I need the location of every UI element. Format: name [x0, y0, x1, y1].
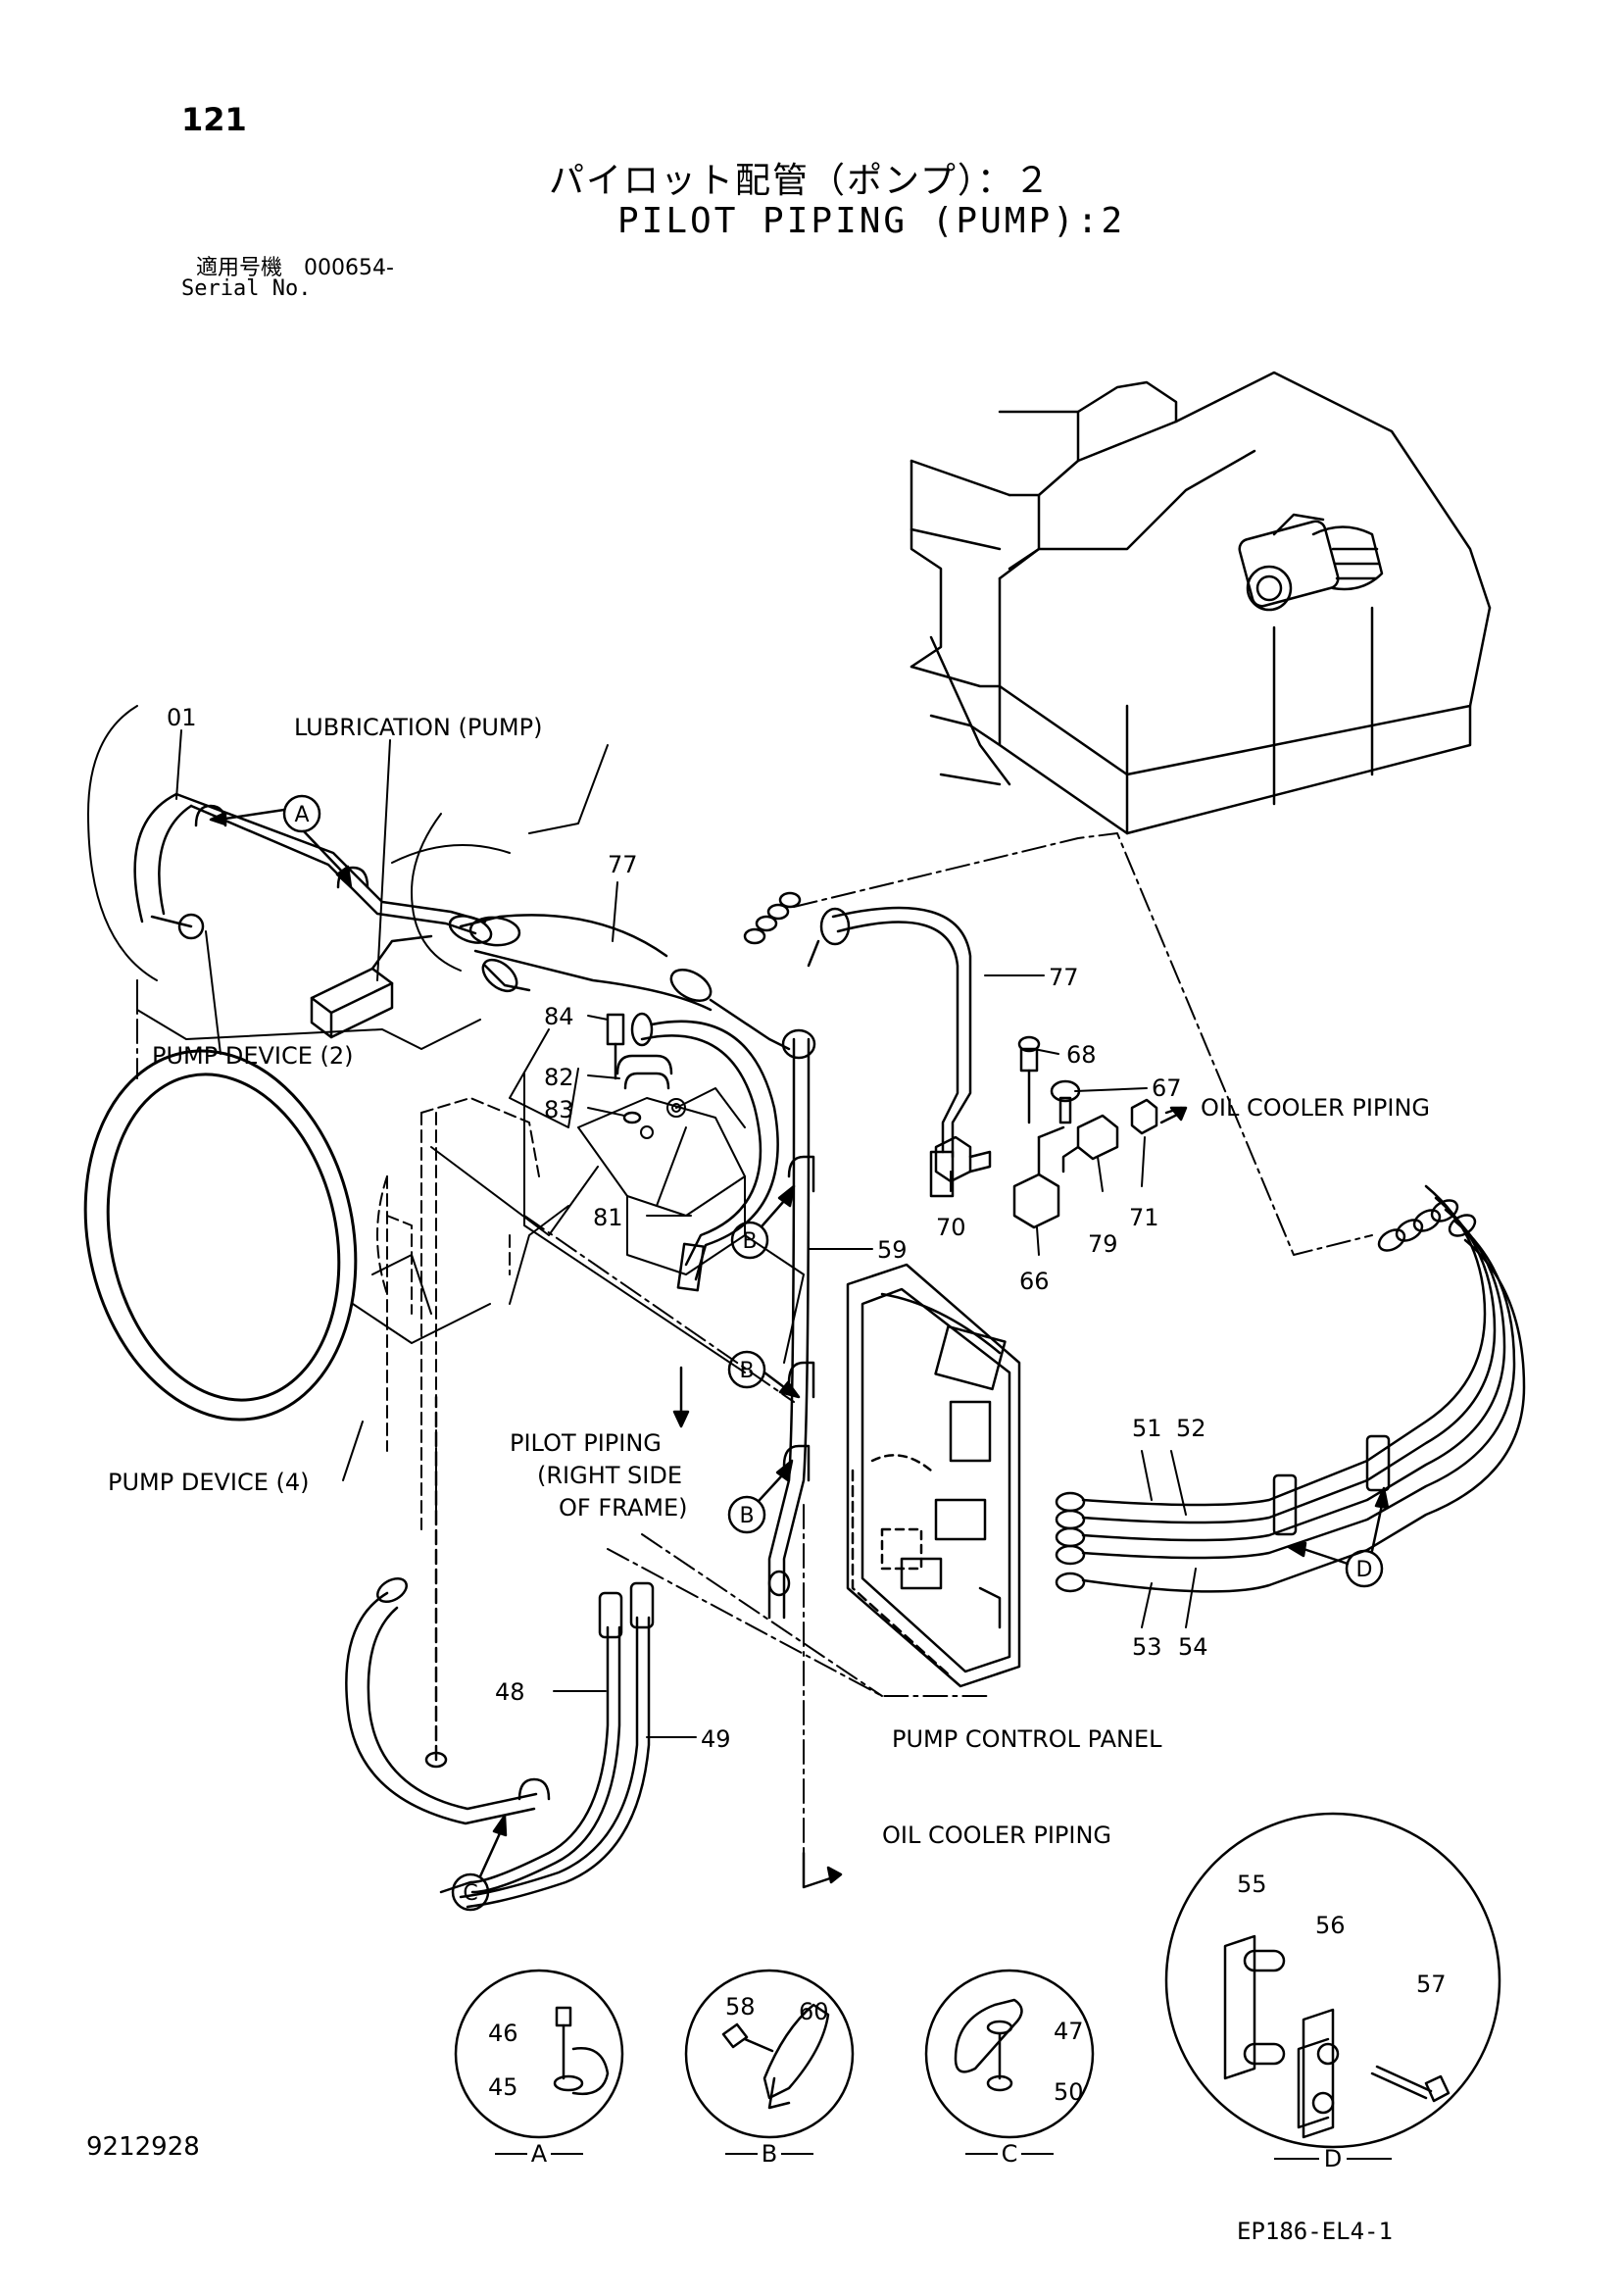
pump-control-panel — [846, 1263, 1021, 1688]
engine-outline — [87, 705, 746, 1344]
oil-cooler-hoses — [1055, 1184, 1526, 1593]
part-59-label: 59 — [877, 1236, 908, 1264]
hose-01 — [133, 792, 493, 944]
part-71-label: 71 — [1129, 1204, 1159, 1231]
callout-c — [451, 1814, 508, 1912]
part-66-label: 66 — [1019, 1268, 1050, 1295]
leader-lines — [175, 729, 1197, 1738]
clamp-d-set — [1272, 1434, 1391, 1536]
callout-a — [209, 794, 353, 889]
part-67-label: 67 — [1152, 1074, 1182, 1102]
hose-77-left — [459, 914, 791, 1051]
part-60-label: 60 — [799, 1998, 829, 2025]
flywheel-housing — [83, 1049, 358, 1422]
pump-device-2-label: PUMP DEVICE (2) — [152, 1042, 354, 1070]
callout-d-letter: D — [1356, 1558, 1373, 1582]
hose-c-loop — [345, 1395, 551, 1825]
part-47-label: 47 — [1054, 2018, 1084, 2045]
lubrication-label: LUBRICATION (PUMP) — [294, 714, 542, 741]
arrow-right — [1159, 1106, 1188, 1124]
valve-block — [1238, 513, 1384, 612]
pilot-piping-arrow — [672, 1366, 690, 1428]
callout-b-letter-1: B — [742, 1229, 757, 1254]
guide-lines — [136, 832, 1373, 1854]
fitting-83 — [622, 1111, 642, 1124]
fitting-66 — [1012, 1125, 1065, 1229]
callout-b-1 — [730, 1184, 796, 1260]
detail-b-letter: B — [762, 2140, 777, 2168]
part-79-label: 79 — [1088, 1230, 1118, 1258]
part-84-label: 84 — [544, 1003, 574, 1030]
fitting-chain — [743, 891, 802, 945]
part-45-label: 45 — [488, 2073, 518, 2101]
part-70-label: 70 — [936, 1214, 966, 1241]
part-83-label: 83 — [544, 1096, 574, 1123]
clamp-b-set — [782, 1155, 815, 1482]
oil-cooler-piping-top-label: OIL COOLER PIPING — [1201, 1094, 1430, 1122]
callout-a-letter: A — [294, 803, 309, 827]
part-81-label: 81 — [593, 1204, 623, 1231]
lubrication-box — [310, 934, 433, 1039]
oil-cooler-bottom-arrow — [802, 1851, 843, 1889]
callout-b-3 — [727, 1459, 794, 1534]
detail-circle-c — [924, 1969, 1095, 2139]
pump-section — [523, 1073, 805, 1373]
part-46-label: 46 — [488, 2020, 518, 2047]
figure-code: EP186-EL4-1 — [1237, 2218, 1393, 2245]
pilot-piping-line1: PILOT PIPING — [510, 1429, 662, 1457]
document-number: 9212928 — [86, 2132, 200, 2162]
part-68-label: 68 — [1066, 1041, 1097, 1069]
fitting-82 — [615, 1054, 673, 1090]
part-53-label: 53 — [1132, 1633, 1162, 1661]
detail-circle-b — [684, 1969, 855, 2139]
hose-48-49 — [439, 1581, 655, 1909]
detail-c-letter: C — [1002, 2140, 1018, 2168]
part-56-label: 56 — [1315, 1912, 1346, 1939]
page-title-japanese: パイロット配管（ポンプ）：２ — [549, 161, 1052, 201]
serial-label-japanese: 適用号機 000654- — [196, 256, 394, 280]
fitting-67 — [1050, 1079, 1081, 1124]
part-51-label: 51 — [1132, 1415, 1162, 1442]
part-54-label: 54 — [1178, 1633, 1208, 1661]
pump-housing-dashed — [376, 1097, 540, 1530]
part-50-label: 50 — [1054, 2078, 1084, 2106]
part-52-label: 52 — [1176, 1415, 1206, 1442]
callout-b-2 — [727, 1350, 801, 1399]
fitting-70 — [934, 1135, 992, 1183]
hose-77-right — [807, 906, 972, 1198]
part-48-label: 48 — [495, 1678, 525, 1706]
fitting-84 — [606, 1013, 625, 1080]
part-77b-label: 77 — [1049, 964, 1079, 991]
page-title-english: PILOT PIPING (PUMP):2 — [617, 201, 1126, 241]
pump-device-4-label: PUMP DEVICE (4) — [108, 1469, 310, 1496]
part-49-label: 49 — [701, 1725, 731, 1753]
detail-a-letter: A — [531, 2140, 548, 2168]
pilot-piping-line2: (RIGHT SIDE — [537, 1462, 682, 1489]
pump-control-panel-label: PUMP CONTROL PANEL — [892, 1725, 1162, 1753]
hose-81 — [630, 1012, 779, 1292]
detail-circle-d — [1164, 1812, 1501, 2149]
part-57-label: 57 — [1416, 1971, 1447, 1998]
callout-c-letter: C — [463, 1881, 477, 1906]
part-82-label: 82 — [544, 1064, 574, 1091]
fitting-79 — [1061, 1114, 1119, 1173]
callout-d — [1287, 1486, 1390, 1588]
callout-b-letter-3: B — [739, 1504, 754, 1528]
serial-label-english: Serial No. — [181, 276, 312, 301]
part-77a-label: 77 — [608, 851, 638, 878]
page-number: 121 — [181, 101, 247, 138]
fitting-68 — [1017, 1035, 1041, 1124]
machine-body-outline — [910, 371, 1492, 835]
part-58-label: 58 — [725, 1993, 756, 2021]
callout-b-letter-2: B — [739, 1359, 754, 1383]
oil-cooler-piping-bottom-label: OIL COOLER PIPING — [882, 1822, 1111, 1849]
part-01-label: 01 — [167, 704, 197, 731]
part-55-label: 55 — [1237, 1871, 1267, 1898]
pilot-piping-line3: OF FRAME) — [559, 1494, 687, 1522]
detail-d-letter: D — [1324, 2145, 1342, 2172]
detail-circle-a — [454, 1969, 624, 2139]
